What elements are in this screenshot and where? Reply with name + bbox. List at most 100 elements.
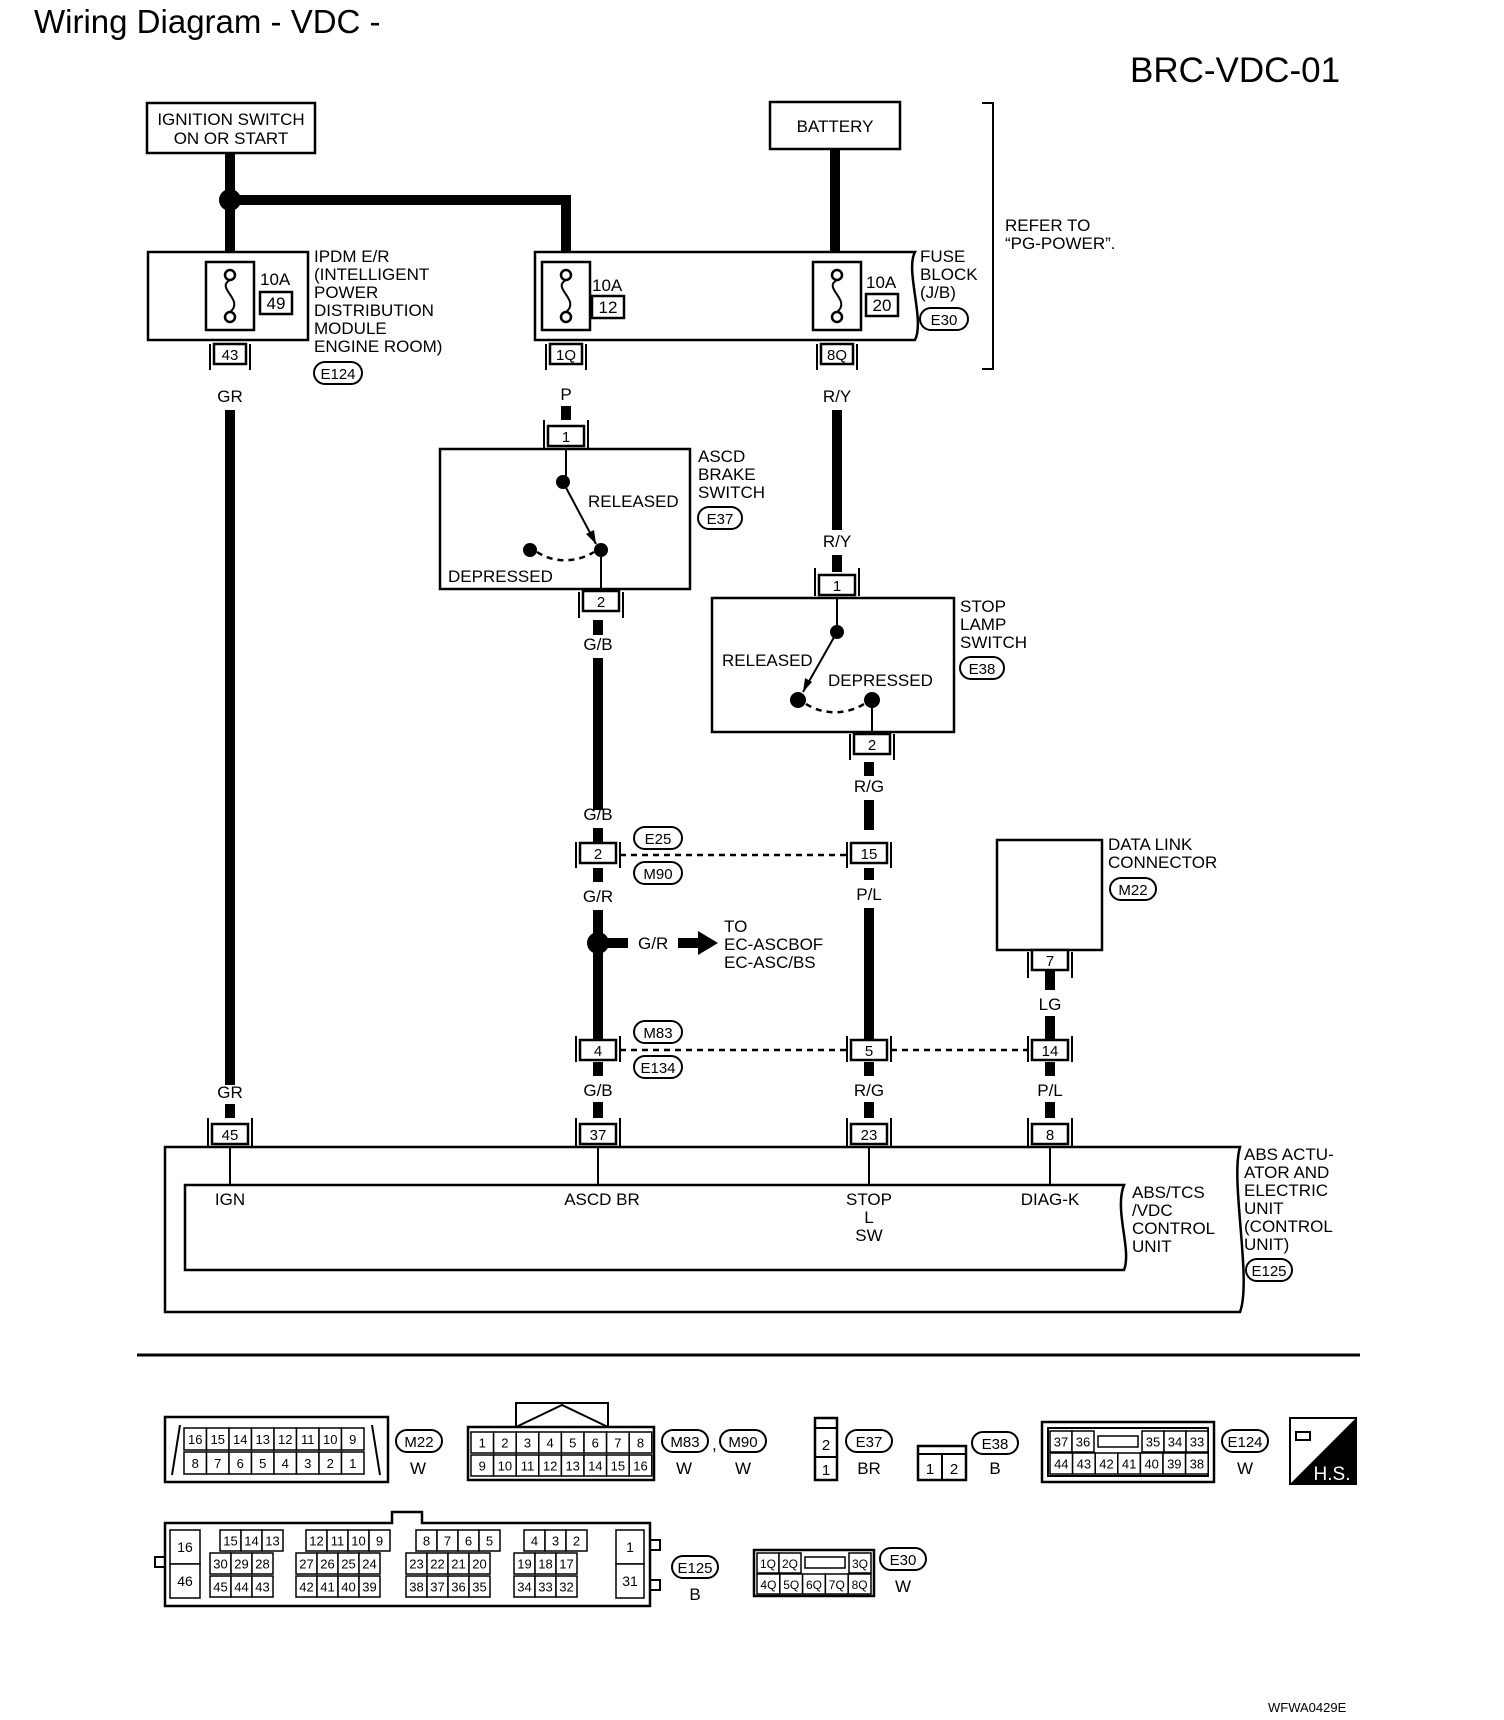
e125-r2-24-cell xyxy=(358,1552,381,1575)
brake-depressed-label: DEPRESSED xyxy=(448,567,553,586)
refer-label-2: “PG-POWER”. xyxy=(1005,234,1116,253)
e125-r1-5-pin-label: 5 xyxy=(486,1534,493,1549)
abs-outer-label-2: ELECTRIC xyxy=(1244,1181,1328,1200)
data-link-box xyxy=(995,838,1104,952)
diagram-code: BRC-VDC-01 xyxy=(1130,51,1340,90)
m83-top-1-pin-label: 1 xyxy=(479,1436,486,1451)
e125-r3-40-pin-label: 40 xyxy=(341,1580,355,1595)
e30-latch-cell xyxy=(804,1556,846,1569)
ipdm-label-4: MODULE xyxy=(314,319,387,338)
m22-top-13-pin-label: 13 xyxy=(256,1432,270,1447)
abs-inner-box xyxy=(183,1183,1128,1272)
svg-text:2: 2 xyxy=(597,594,605,611)
svg-text:37: 37 xyxy=(590,1127,607,1144)
wire-label-rg-1: R/G xyxy=(854,777,884,796)
ipdm-label-2: POWER xyxy=(314,283,378,302)
fuse-12-amp: 10A xyxy=(592,276,623,295)
e125-r3-32-cell xyxy=(555,1575,578,1598)
e125-right-31-pin-label: 31 xyxy=(622,1573,638,1589)
branch-to-label-1: EC-ASCBOF xyxy=(724,935,823,954)
wire-label-ry-top: R/Y xyxy=(823,387,851,406)
svg-text:E30: E30 xyxy=(890,1552,917,1569)
e125-r2-28-pin-label: 28 xyxy=(255,1557,269,1572)
e125-r1-9-cell xyxy=(368,1529,391,1552)
stop-lamp-pin-1: 1 xyxy=(814,568,860,597)
abs-term-stop-1: STOP xyxy=(846,1190,892,1209)
brake-switch-label-2: SWITCH xyxy=(698,483,765,502)
e125-r2-26-pin-label: 26 xyxy=(320,1557,334,1572)
svg-text:W: W xyxy=(410,1459,426,1478)
e124-top-37-pin-label: 37 xyxy=(1054,1435,1068,1450)
brake-switch-pin-1: 1 xyxy=(543,420,589,448)
abs-inner-label-0: ABS/TCS xyxy=(1132,1183,1205,1202)
ipdm-connector-tag xyxy=(313,361,363,385)
abs-term-diag-k: DIAG-K xyxy=(1021,1190,1080,1209)
e30-bottom-8Q-pin-label: 8Q xyxy=(852,1578,868,1592)
e124-top-35-pin-label: 35 xyxy=(1146,1435,1160,1450)
joint1-bottom-tag xyxy=(633,861,683,885)
abs-connector-id: E125 xyxy=(1251,1263,1286,1280)
m83-top-2-pin-label: 2 xyxy=(501,1436,508,1451)
e124-top-36-cell xyxy=(1071,1430,1095,1453)
m83-bottom-13-pin-label: 13 xyxy=(565,1459,579,1474)
m22-top-11-pin-label: 11 xyxy=(301,1432,315,1447)
e125-r3-39-cell xyxy=(358,1575,381,1598)
ipdm-connector-id: E124 xyxy=(320,366,355,383)
svg-text:M83: M83 xyxy=(670,1434,699,1451)
pin-43: 43 xyxy=(209,342,251,370)
e125-r1-15-pin-label: 15 xyxy=(223,1534,237,1549)
abs-connector-tag xyxy=(1245,1258,1293,1282)
data-link-connector-id: M22 xyxy=(1118,882,1147,899)
wire-label-ry-2: R/Y xyxy=(823,532,851,551)
e124-bottom-39-pin-label: 39 xyxy=(1167,1457,1181,1472)
abs-terminal-45: 45 xyxy=(207,1118,253,1146)
e125-r3-35-cell xyxy=(468,1575,491,1598)
wire-label-p: P xyxy=(560,385,571,404)
m22-top-9-pin-label: 9 xyxy=(349,1432,356,1447)
svg-text:E37: E37 xyxy=(856,1434,883,1451)
abs-inner-label-3: UNIT xyxy=(1132,1237,1172,1256)
e125-r2-28-cell xyxy=(251,1552,274,1575)
m22-bottom-3-pin-label: 3 xyxy=(304,1456,311,1471)
e125-right-31-cell xyxy=(615,1563,645,1599)
m22-bottom-2-pin-label: 2 xyxy=(327,1456,334,1471)
e124-bottom-41-pin-label: 41 xyxy=(1122,1457,1136,1472)
wire-label-gb-1: G/B xyxy=(583,635,612,654)
abs-term-stop-3: SW xyxy=(855,1226,882,1245)
stop-lamp-label-2: SWITCH xyxy=(960,633,1027,652)
svg-text:2: 2 xyxy=(950,1461,958,1478)
wire-label-rg-2: R/G xyxy=(854,1081,884,1100)
ignition-branch-wire xyxy=(230,195,571,262)
e125-r2-24-pin-label: 24 xyxy=(362,1557,376,1572)
stop-lamp-label-1: LAMP xyxy=(960,615,1006,634)
e30-bottom-5Q-pin-label: 5Q xyxy=(783,1578,799,1592)
abs-term-stop-2: L xyxy=(864,1208,873,1227)
pin-1q: 1Q xyxy=(545,342,587,370)
m83-top-4-pin-label: 4 xyxy=(546,1436,553,1451)
fuse-block-connector-tag xyxy=(919,307,969,331)
abs-term-ascd-br: ASCD BR xyxy=(564,1190,640,1209)
ipdm-fuse-amp: 10A xyxy=(260,270,291,289)
abs-term-ign: IGN xyxy=(215,1190,245,1209)
svg-text:2: 2 xyxy=(822,1437,830,1454)
data-link-label-1: CONNECTOR xyxy=(1108,853,1217,872)
e125-r2-29-pin-label: 29 xyxy=(234,1557,248,1572)
stop-depressed-label: DEPRESSED xyxy=(828,671,933,690)
svg-text:23: 23 xyxy=(861,1127,878,1144)
e125-r3-39-pin-label: 39 xyxy=(362,1580,376,1595)
e124-bottom-44-pin-label: 44 xyxy=(1054,1457,1068,1472)
m22-top-12-pin-label: 12 xyxy=(278,1432,292,1447)
e124-bottom-38-cell xyxy=(1184,1452,1209,1475)
abs-inner-label-2: CONTROL xyxy=(1132,1219,1215,1238)
e125-r3-36-pin-label: 36 xyxy=(451,1580,465,1595)
svg-text:BR: BR xyxy=(857,1459,881,1478)
e125-r3-41-pin-label: 41 xyxy=(320,1580,334,1595)
refer-label-1: REFER TO xyxy=(1005,216,1090,235)
e125-r2-23-pin-label: 23 xyxy=(409,1557,423,1572)
abs-outer-label-4: (CONTROL xyxy=(1244,1217,1333,1236)
fuse-block-label-1: BLOCK xyxy=(920,265,978,284)
m22-bottom-4-pin-label: 4 xyxy=(282,1456,289,1471)
e125-r1-8-pin-label: 8 xyxy=(423,1534,430,1549)
